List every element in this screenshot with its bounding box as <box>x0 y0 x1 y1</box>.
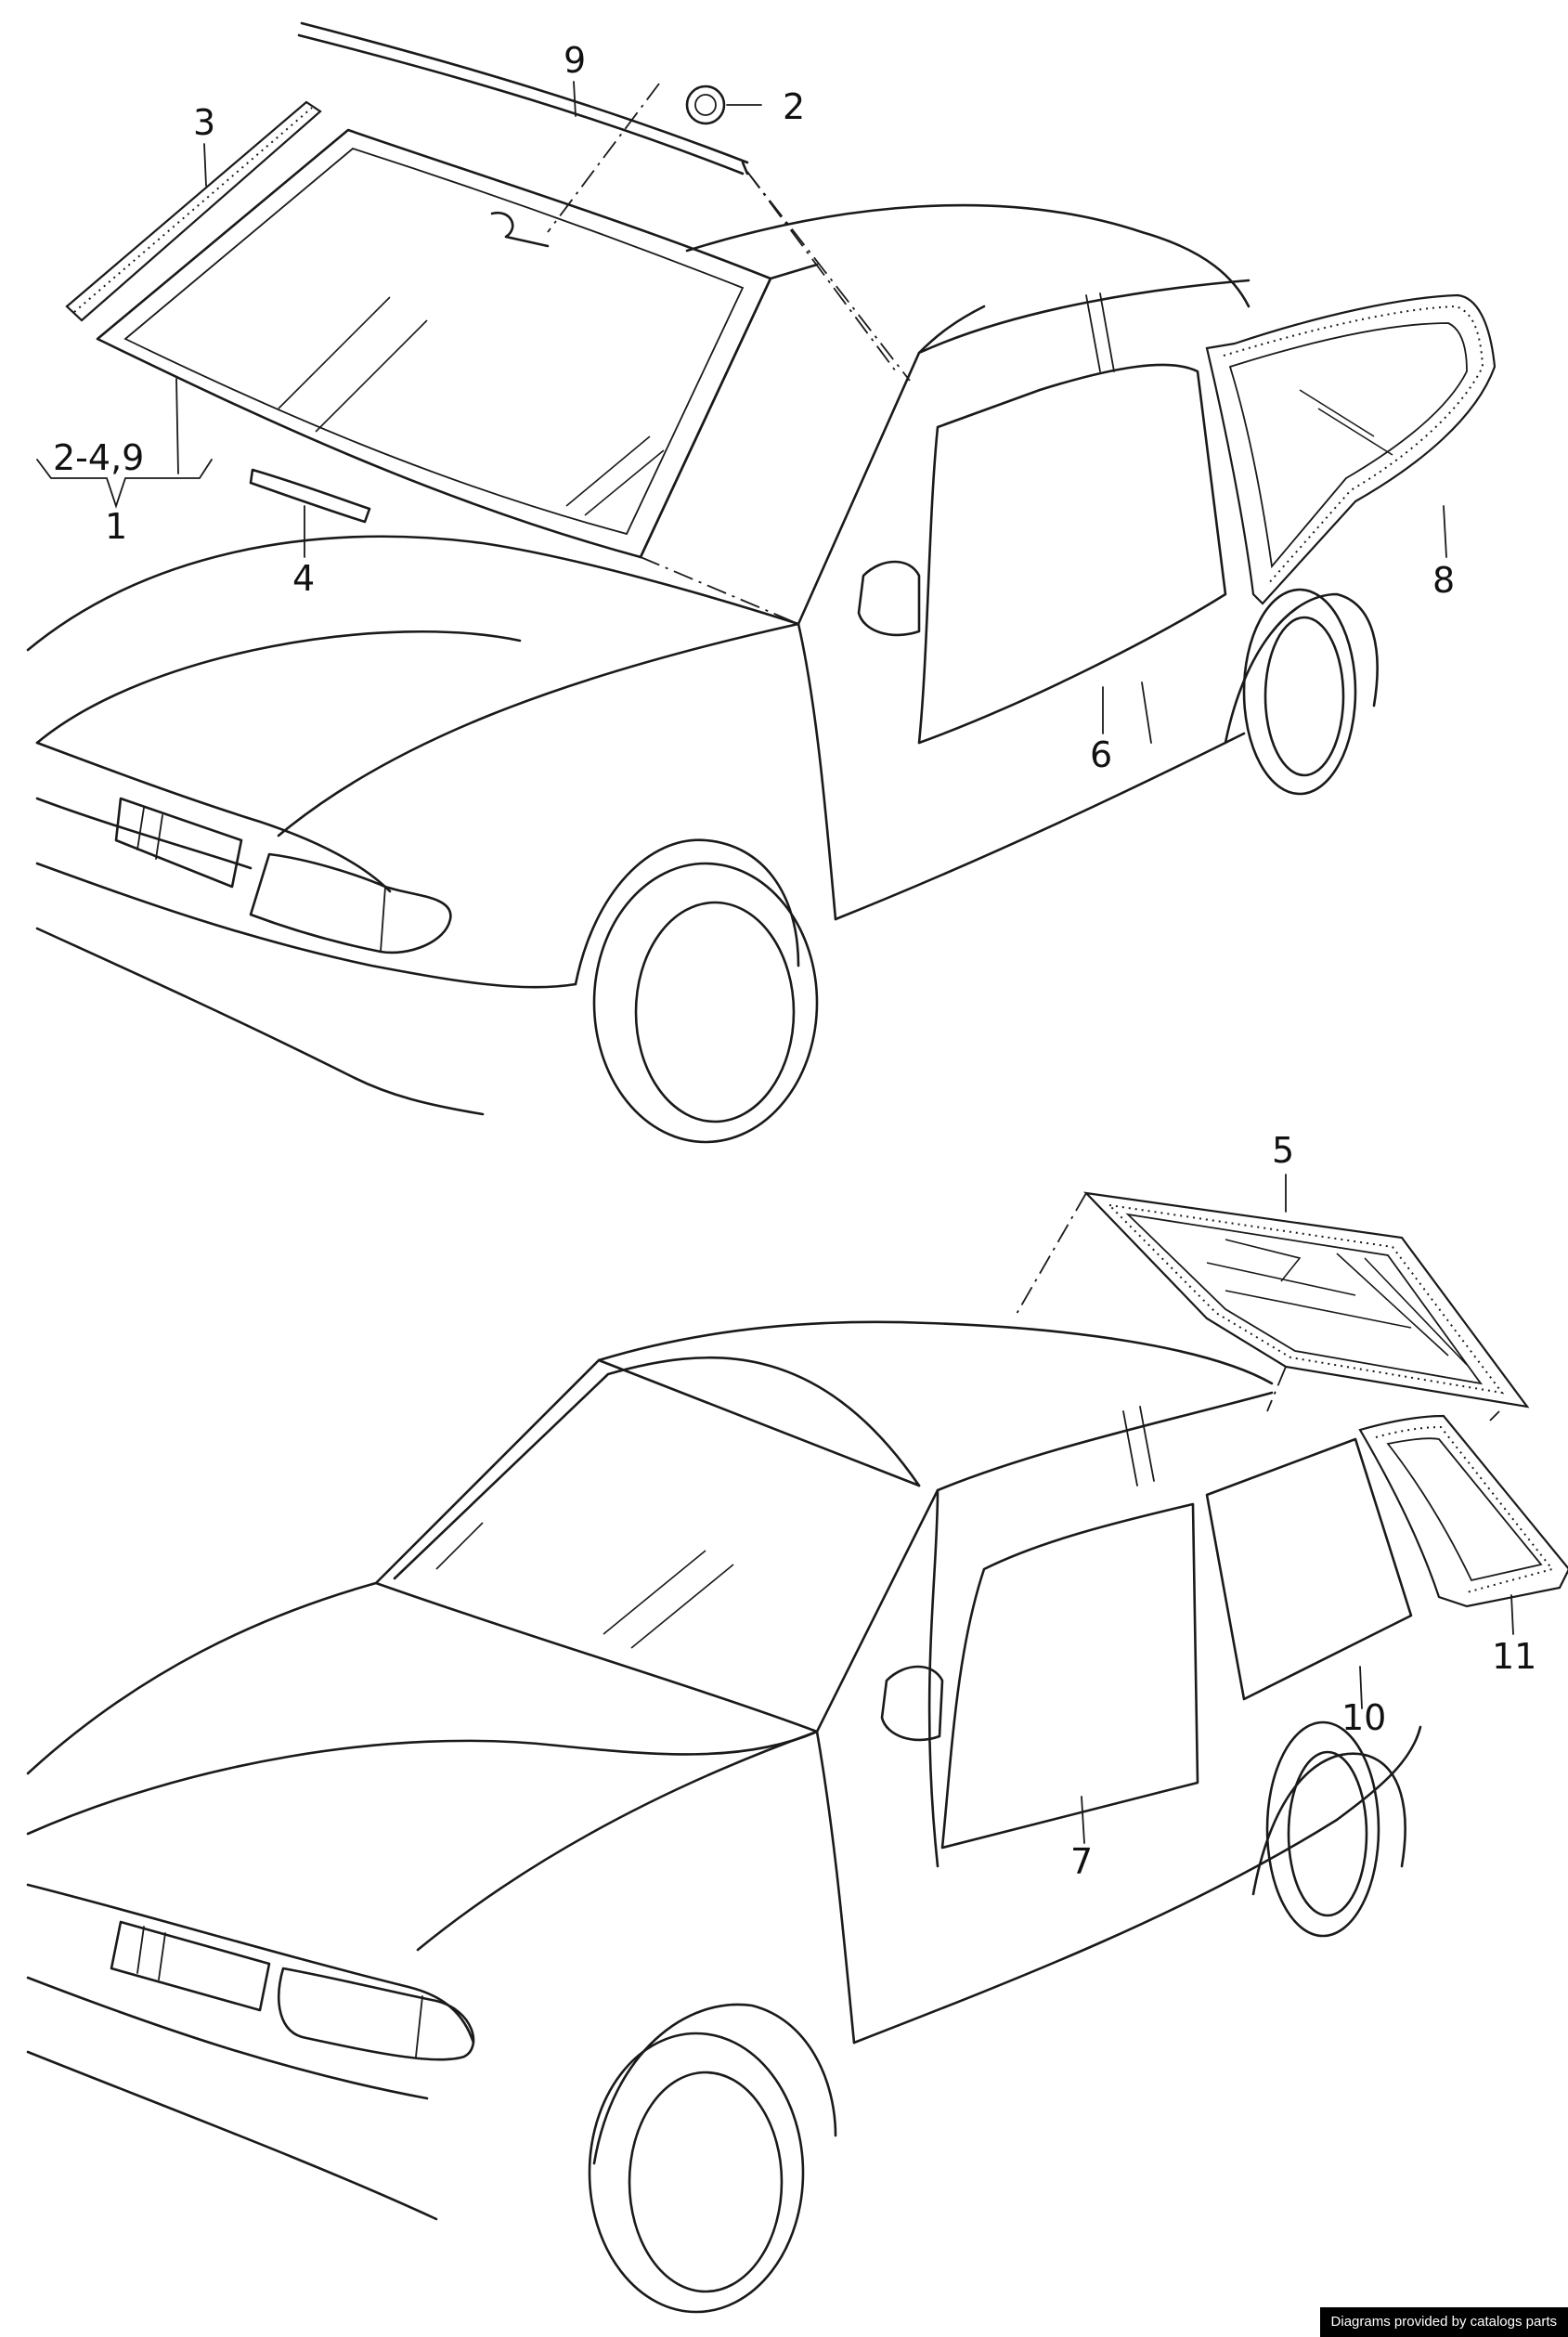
car-top-illustration <box>26 203 1379 1144</box>
car-bottom-illustration <box>26 1320 1422 2314</box>
callout-7: 7 <box>1070 1841 1093 1882</box>
callout-9: 9 <box>564 40 586 81</box>
callout-labels: 9 2 3 2-4,9 1 4 8 6 5 11 10 7 <box>53 40 1536 1882</box>
callout-leaders-top <box>36 81 1447 734</box>
callout-2: 2 <box>783 86 805 127</box>
leader-lines-top <box>547 83 911 625</box>
quarter-window-part-11 <box>1358 1414 1568 1608</box>
clip-part-2 <box>685 84 726 125</box>
leader-lines-bottom <box>1016 1192 1500 1422</box>
rear-window-part-5 <box>1082 1191 1530 1409</box>
moulding-strip-part-3 <box>65 100 322 322</box>
callout-leaders-bottom <box>1081 1174 1514 1844</box>
diagram-credit: Diagrams provided by catalogs parts <box>1319 2307 1568 2337</box>
callout-11: 11 <box>1492 1636 1536 1677</box>
callout-4: 4 <box>292 558 315 599</box>
callout-1: 1 <box>105 506 127 547</box>
callout-5: 5 <box>1272 1130 1294 1171</box>
callout-group-range: 2-4,9 <box>53 437 144 478</box>
callout-8: 8 <box>1432 560 1455 601</box>
roof-moulding-part-9 <box>297 21 749 175</box>
callout-3: 3 <box>193 102 215 143</box>
callout-6: 6 <box>1090 734 1112 775</box>
side-window-part-8 <box>1205 293 1497 605</box>
strip-part-4 <box>249 468 371 524</box>
callout-10: 10 <box>1341 1697 1386 1738</box>
windscreen-top <box>96 128 772 559</box>
